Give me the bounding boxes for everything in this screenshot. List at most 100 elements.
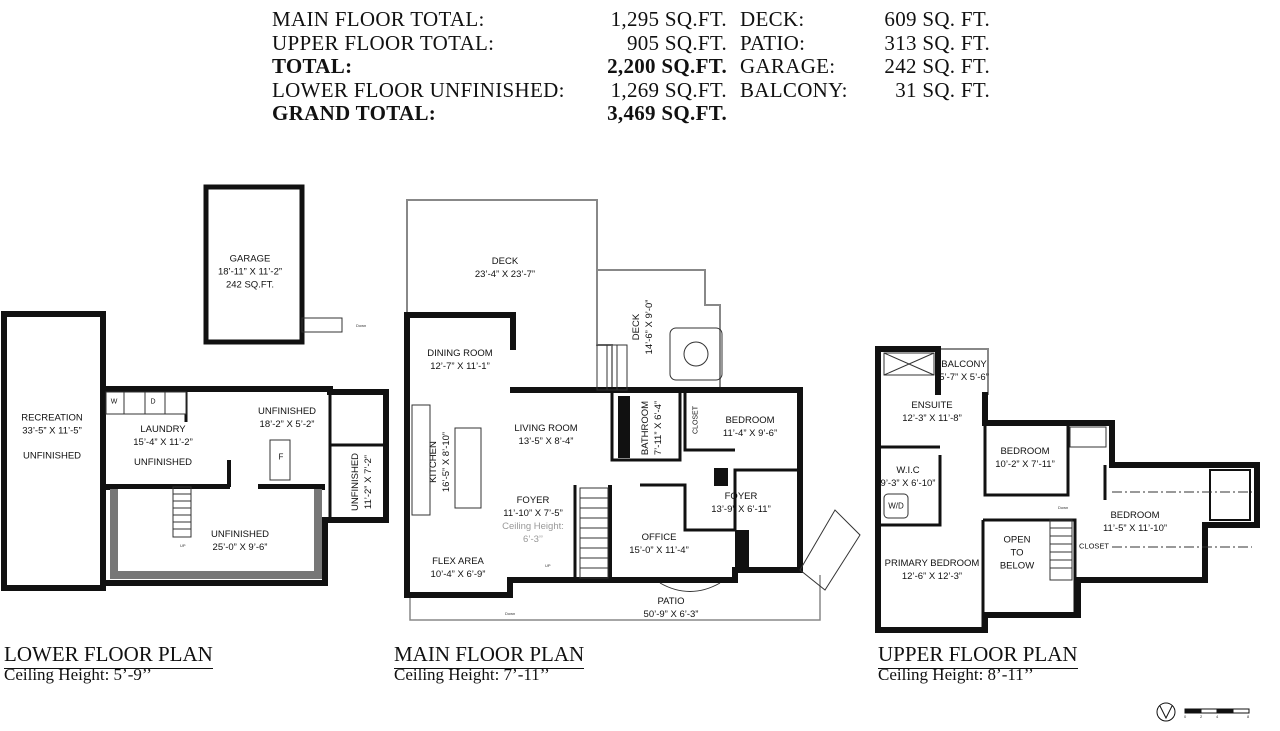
scale-tick: 2 [1200, 714, 1203, 719]
lower-ceiling-height: Ceiling Height: 5’-9’’ [4, 665, 152, 684]
closet-label: CLOSET [1078, 541, 1110, 551]
summary-value: 905 SQ.FT. [626, 30, 727, 55]
room-name: OFFICE [641, 532, 677, 543]
summary-value: 3,469 SQ.FT. [607, 101, 727, 125]
room-dim: 25’-0” X 9’-6” [212, 542, 268, 553]
lower-floor-title: LOWER FLOOR PLAN [4, 642, 213, 669]
upper-ceiling-height: Ceiling Height: 8’-11’’ [878, 665, 1034, 684]
foyer-ceiling-value: 6’-3’’ [523, 534, 543, 545]
room-area: 242 SQ.FT. [225, 279, 275, 291]
furnace-label: F [278, 452, 284, 462]
summary-value: 1,295 SQ.FT. [610, 7, 727, 31]
stairs-up-label: UP [545, 563, 551, 568]
room-name: UNFINISHED [350, 452, 361, 512]
room-dim: 23’-4” X 23’-7” [474, 269, 536, 280]
washer-label: W [110, 398, 118, 406]
stairs-down-label: Down [505, 611, 516, 616]
lower-stairs [172, 486, 192, 538]
washer-dryer-label: W/D [888, 501, 904, 511]
stairs-down-label: Down [356, 323, 367, 328]
room-name: FOYER [516, 495, 550, 506]
room-dim: 11’-5” X 11’-10” [1102, 523, 1168, 534]
summary-label: DECK: [740, 7, 805, 31]
room-dim: 12’-3” X 11’-8” [902, 413, 962, 424]
room-dim: 12’-7” X 11’-1” [430, 361, 490, 372]
room-primary-bedroom: PRIMARY BEDROOM 12’-6” X 12’-3” [885, 557, 980, 583]
scale-bar [1156, 702, 1250, 722]
room-name: FOYER [724, 491, 758, 502]
room-name: BALCONY [941, 359, 987, 370]
room-name: ENSUITE [911, 400, 953, 411]
main-floor-title: MAIN FLOOR PLAN [394, 642, 585, 669]
room-name: GARAGE [229, 253, 271, 265]
room-dim: 18’-2” X 5’-2” [259, 419, 315, 430]
room-name: RECREATION [21, 412, 83, 424]
closet-label: CLOSET [692, 405, 700, 435]
room-dim: 15’-0” X 11’-4” [629, 545, 689, 556]
room-note: UNFINISHED [22, 450, 82, 462]
room-laundry: LAUNDRY 15’-4” X 11’-2” UNFINISHED [133, 423, 193, 469]
room-dim: 50’-9” X 6’-3” [643, 609, 699, 620]
room-patio: PATIO 50’-9” X 6’-3” [644, 595, 699, 621]
summary-value: 242 SQ. FT. [884, 54, 990, 78]
room-dim: 10’-4” X 6’-9” [430, 569, 486, 580]
kitchen-island [454, 427, 482, 509]
scale-tick: 8 [1247, 714, 1250, 719]
room-dim: 9’-3” X 6’-10” [880, 478, 936, 489]
summary-label: LOWER FLOOR UNFINISHED: [272, 77, 565, 102]
room-name: FLEX AREA [432, 556, 484, 567]
room-name: DINING ROOM [427, 348, 493, 359]
room-dim: 5’-7” X 5’-6” [939, 372, 989, 383]
open-line: TO [1010, 547, 1024, 559]
room-name: DECK [631, 313, 642, 341]
hot-tub [669, 327, 723, 381]
room-name: LAUNDRY [140, 424, 186, 435]
room-dim: 33’-5” X 11’-5” [22, 425, 82, 437]
summary-label: GARAGE: [740, 54, 836, 78]
room-name: BEDROOM [1110, 510, 1160, 521]
dryer-label: D [150, 398, 156, 406]
room-wic: W.I.C 9’-3” X 6’-10” [881, 464, 936, 490]
room-dining: DINING ROOM 12’-7” X 11’-1” [427, 347, 492, 373]
room-name: BEDROOM [725, 415, 775, 426]
summary-value: 31 SQ. FT. [895, 77, 990, 102]
open-line: OPEN [1003, 534, 1031, 546]
room-office: OFFICE 15’-0” X 11’-4” [629, 531, 689, 557]
room-balcony: BALCONY 5’-7” X 5’-6” [939, 358, 989, 384]
room-dim: 10’-2” X 7’-11” [995, 459, 1055, 470]
summary-label: MAIN FLOOR TOTAL: [272, 7, 485, 31]
room-dim: 16’-5” X 8’-10” [441, 431, 452, 493]
stairs-down-label: Down [1058, 505, 1069, 510]
room-dim: 18’-11” X 11’-2” [217, 266, 283, 278]
room-bedroom-2: BEDROOM 11’-5” X 11’-10” [1103, 509, 1167, 535]
room-name: LIVING ROOM [514, 423, 578, 434]
room-dim: 15’-4” X 11’-2” [133, 437, 193, 448]
summary-value: 2,200 SQ.FT. [607, 54, 727, 78]
upper-floor-title: UPPER FLOOR PLAN [878, 642, 1078, 669]
room-dim: 12’-6” X 12’-3” [901, 571, 963, 582]
room-name: PATIO [657, 596, 685, 607]
stairs-up-label: UP [180, 543, 186, 548]
room-note: UNFINISHED [133, 457, 193, 468]
room-name: PRIMARY BEDROOM [884, 558, 980, 569]
summary-label: BALCONY: [740, 77, 848, 102]
room-name: W.I.C [896, 465, 920, 476]
main-ceiling-height: Ceiling Height: 7’-11’’ [394, 665, 550, 684]
summary-label: UPPER FLOOR TOTAL: [272, 30, 495, 55]
foyer-ceiling-label: Ceiling Height: [502, 521, 564, 532]
summary-label: GRAND TOTAL: [272, 101, 437, 125]
room-dim: 14’-6” X 9’-0” [644, 299, 655, 355]
